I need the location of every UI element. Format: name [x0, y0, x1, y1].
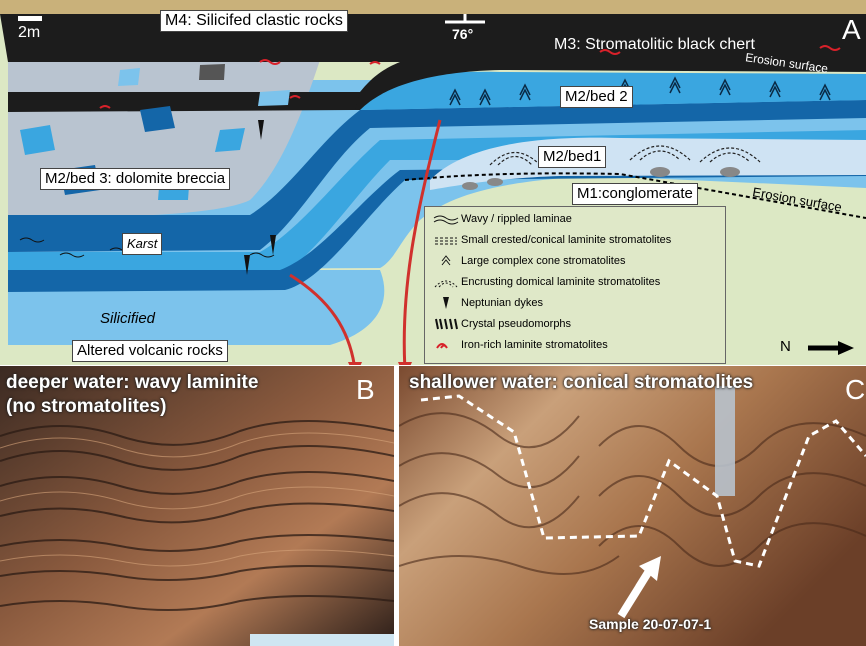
legend-item: Iron-rich laminite stromatolites — [433, 339, 608, 351]
neptunian-dyke-icon — [433, 297, 459, 309]
photo-panel-c: shallower water: conical stromatolites C… — [399, 366, 866, 646]
legend-label: Crystal pseudomorphs — [461, 318, 571, 330]
silicified-label: Silicified — [100, 310, 155, 327]
arrow-head-c — [398, 362, 412, 365]
m2-bed3-label: M2/bed 3: dolomite breccia — [40, 168, 230, 190]
legend-label: Small crested/conical laminite stromatol… — [461, 234, 671, 246]
legend-label: Neptunian dykes — [461, 297, 543, 309]
m2-bed2-label: M2/bed 2 — [560, 86, 633, 108]
legend-item: Crystal pseudomorphs — [433, 318, 571, 330]
legend-item: Small crested/conical laminite stromatol… — [433, 234, 671, 246]
panel-a-letter: A — [842, 14, 861, 46]
scale-bar — [18, 16, 42, 21]
m3-lower-chert — [8, 92, 360, 112]
m3-label: M3: Stromatolitic black chert — [554, 36, 755, 54]
karst-label: Karst — [122, 233, 162, 255]
legend-label: Iron-rich laminite stromatolites — [461, 339, 608, 351]
m4-clastic-unit — [0, 0, 866, 14]
panel-b-title-line1: deeper water: wavy laminite — [6, 372, 258, 394]
photo-panel-b: deeper water: wavy laminite (no stromato… — [0, 366, 394, 646]
conical-stromatolite-photo — [399, 366, 866, 646]
panel-c-title: shallower water: conical stromatolites — [409, 372, 753, 394]
legend-box: Wavy / rippled laminae Small crested/con… — [424, 206, 726, 364]
legend-label: Wavy / rippled laminae — [461, 213, 572, 225]
crystal-pseudomorph-icon — [433, 318, 459, 330]
m4-label: M4: Silicifed clastic rocks — [160, 10, 348, 32]
m2-bed1-label: M2/bed1 — [538, 146, 606, 168]
cross-section-panel: 2m M4: Silicifed clastic rocks 76° M3: S… — [0, 0, 866, 365]
arrow-head-b — [348, 362, 362, 365]
north-label: N — [780, 338, 791, 355]
legend-item: Large complex cone stromatolites — [433, 255, 625, 267]
panel-c-letter: C — [845, 374, 865, 406]
m1-label: M1:conglomerate — [572, 183, 698, 205]
scale-label: 2m — [18, 24, 40, 42]
legend-label: Encrusting domical laminite stromatolite… — [461, 276, 660, 288]
small-crested-stromatolite-icon — [433, 234, 459, 246]
legend-item: Wavy / rippled laminae — [433, 213, 572, 225]
panel-b-letter: B — [356, 374, 375, 406]
iron-rich-stromatolite-icon — [433, 339, 459, 351]
panel-b-title-line2: (no stromatolites) — [6, 396, 166, 418]
large-cone-stromatolite-icon — [433, 255, 459, 267]
legend-item: Neptunian dykes — [433, 297, 543, 309]
domical-stromatolite-icon — [433, 276, 459, 288]
sample-label: Sample 20-07-07-1 — [589, 616, 711, 632]
wavy-laminae-icon — [433, 213, 459, 225]
legend-label: Large complex cone stromatolites — [461, 255, 625, 267]
legend-item: Encrusting domical laminite stromatolite… — [433, 276, 660, 288]
dip-label: 76° — [452, 26, 473, 42]
altered-volcanic-label: Altered volcanic rocks — [72, 340, 228, 362]
